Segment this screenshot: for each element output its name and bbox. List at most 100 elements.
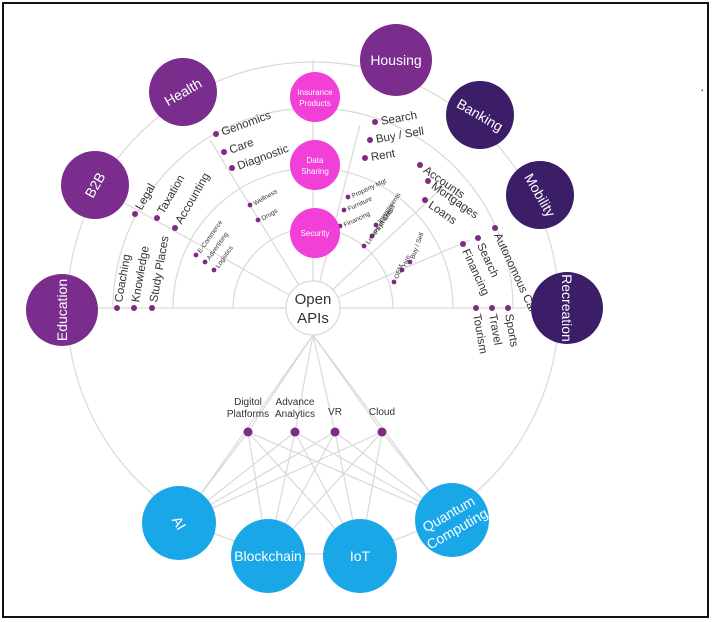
enabler-digitol-label-2: Platforms bbox=[227, 409, 269, 420]
item-dot bbox=[114, 305, 120, 311]
tech-iot: IoT bbox=[323, 519, 397, 593]
enabler-vr-dot bbox=[330, 427, 340, 437]
core-node-data-circle bbox=[290, 140, 340, 190]
sector-health: Health bbox=[149, 58, 217, 126]
connection-mesh bbox=[178, 334, 453, 557]
tech-blockchain-circle bbox=[231, 519, 305, 593]
item-dot bbox=[505, 305, 511, 311]
item-label: Buy / Sell bbox=[375, 126, 425, 146]
sector-recreation: Recreation bbox=[531, 272, 603, 344]
sub-item-dot bbox=[407, 259, 413, 265]
sub-item-label: Wellness bbox=[252, 188, 279, 208]
core-node-insurance-label-2: Products bbox=[299, 99, 331, 108]
enabler-digitol-dot bbox=[243, 427, 253, 437]
hub-link bbox=[294, 334, 314, 433]
enabler-advance-dot bbox=[290, 427, 300, 437]
spoke-3 bbox=[312, 184, 446, 309]
item-dot bbox=[489, 305, 495, 311]
sector-education-circle bbox=[26, 274, 98, 346]
tech-iot-circle bbox=[323, 519, 397, 593]
sector-housing-label: Housing bbox=[370, 52, 421, 68]
sector-mobility-circle bbox=[506, 161, 574, 229]
item-label: Care bbox=[228, 137, 256, 157]
sector-banking-circle bbox=[446, 81, 514, 149]
tech-iot-label: IoT bbox=[350, 548, 371, 564]
sub-item-label: OEM bbox=[393, 264, 405, 280]
item-dot bbox=[425, 178, 431, 184]
mesh-link bbox=[247, 431, 453, 521]
sub-item-dot bbox=[391, 279, 397, 285]
item-dot bbox=[362, 155, 368, 161]
tech-quantum-circle bbox=[415, 483, 489, 557]
item-dot bbox=[154, 215, 160, 221]
item-dot bbox=[229, 165, 235, 171]
sector-nodes: EducationB2BHealthHousingBankingMobility… bbox=[26, 24, 603, 346]
item-label: Legal bbox=[134, 182, 158, 212]
item-label: Genomics bbox=[220, 109, 273, 138]
spoke-2 bbox=[312, 124, 361, 309]
tech-ai: AI bbox=[142, 486, 216, 560]
sub-item-dot bbox=[361, 243, 367, 249]
core-node-security-label: Security bbox=[301, 229, 330, 238]
sector-b2b: B2B bbox=[61, 151, 129, 219]
sub-item-label: Furniture bbox=[347, 195, 374, 212]
tech-blockchain: Blockchain bbox=[231, 519, 305, 593]
sector-education-label: Education bbox=[54, 279, 70, 341]
sub-item-dot bbox=[211, 267, 217, 273]
sub-item-dot bbox=[202, 259, 208, 265]
mesh-link bbox=[178, 431, 383, 524]
sub-item-dot bbox=[341, 207, 347, 213]
sub-item-label: Letters of Credit bbox=[365, 204, 397, 246]
sub-item-dot bbox=[373, 222, 379, 228]
sector-banking: Banking bbox=[446, 81, 514, 149]
core-node-security-circle bbox=[290, 208, 340, 258]
enabler-vr-label: VR bbox=[328, 407, 342, 418]
enabler-advance-label: Advance bbox=[276, 397, 315, 408]
item-label: Rent bbox=[370, 148, 397, 164]
tech-iot-text: IoT bbox=[350, 548, 371, 564]
item-label: Travel bbox=[486, 313, 503, 346]
sub-item-label: Drugs bbox=[260, 207, 279, 222]
enabler-digitol-label: Digitol bbox=[234, 397, 262, 408]
core-node-insurance-label: Insurance bbox=[297, 88, 333, 97]
item-dot bbox=[221, 149, 227, 155]
item-dot bbox=[132, 211, 138, 217]
item-dot bbox=[149, 305, 155, 311]
item-dot bbox=[172, 225, 178, 231]
sector-housing: Housing bbox=[360, 24, 432, 96]
core-node-security-text: Security bbox=[301, 229, 330, 238]
item-dot bbox=[213, 131, 219, 137]
sub-item-label: Hire bbox=[401, 254, 412, 268]
sector-education: Education bbox=[26, 274, 98, 346]
item-dot bbox=[131, 305, 137, 311]
item-label: Search bbox=[380, 110, 418, 128]
core-node-data-label: Data bbox=[307, 156, 324, 165]
sector-spokes bbox=[109, 124, 471, 309]
sub-item-label: Buy / Sell bbox=[409, 231, 425, 260]
center-label-line2: APIs bbox=[297, 310, 329, 327]
sub-item-label: Financing bbox=[343, 210, 372, 228]
item-label: Study Places bbox=[148, 235, 172, 303]
item-dot bbox=[367, 137, 373, 143]
sector-recreation-circle bbox=[531, 272, 603, 344]
tech-blockchain-text: Blockchain bbox=[234, 548, 302, 564]
core-node-insurance-circle bbox=[290, 72, 340, 122]
sector-b2b-circle bbox=[61, 151, 129, 219]
sector-recreation-label: Recreation bbox=[559, 274, 575, 342]
enabler-advance-label-2: Analytics bbox=[275, 409, 315, 420]
sub-item-dot bbox=[255, 217, 261, 223]
item-dot bbox=[473, 305, 479, 311]
item-dot bbox=[475, 235, 481, 241]
sub-item-dot bbox=[247, 202, 253, 208]
sector-health-circle bbox=[149, 58, 217, 126]
item-dot bbox=[417, 162, 423, 168]
